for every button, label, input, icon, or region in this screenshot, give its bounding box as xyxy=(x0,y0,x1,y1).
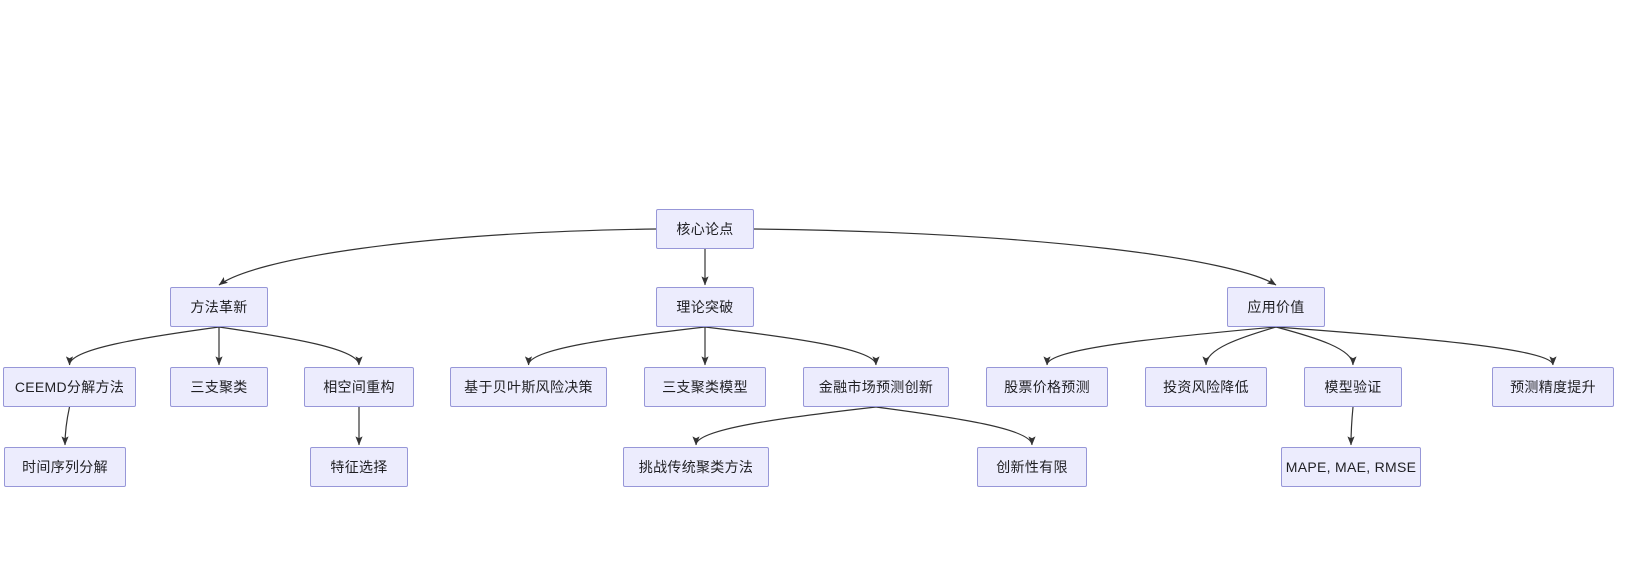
node-n15[interactable]: 特征选择 xyxy=(310,447,408,487)
node-n17[interactable]: 创新性有限 xyxy=(977,447,1087,487)
edge-n9-to-n16 xyxy=(692,406,877,446)
node-n5[interactable]: 三支聚类 xyxy=(170,367,268,407)
node-label: 股票价格预测 xyxy=(1004,379,1090,395)
edge-n3-to-n11 xyxy=(1202,326,1277,366)
node-label: 金融市场预测创新 xyxy=(818,379,934,395)
node-n14[interactable]: 时间序列分解 xyxy=(4,447,126,487)
node-n6[interactable]: 相空间重构 xyxy=(304,367,414,407)
node-label: 投资风险降低 xyxy=(1163,379,1249,395)
node-label: 模型验证 xyxy=(1324,379,1382,395)
edge-n4-to-n14 xyxy=(61,406,71,446)
node-n2[interactable]: 理论突破 xyxy=(656,287,754,327)
node-n1[interactable]: 方法革新 xyxy=(170,287,268,327)
node-label: 方法革新 xyxy=(190,299,248,315)
node-n8[interactable]: 三支聚类模型 xyxy=(644,367,766,407)
node-label: 三支聚类模型 xyxy=(662,379,748,395)
edge-n0-to-n3 xyxy=(753,228,1277,286)
node-label: 创新性有限 xyxy=(996,459,1068,475)
node-label: 特征选择 xyxy=(330,459,388,475)
node-n4[interactable]: CEEMD分解方法 xyxy=(3,367,136,407)
edge-n12-to-n18 xyxy=(1347,406,1355,446)
node-n11[interactable]: 投资风险降低 xyxy=(1145,367,1267,407)
node-n7[interactable]: 基于贝叶斯风险决策 xyxy=(450,367,607,407)
edge-n3-to-n10 xyxy=(1043,326,1277,366)
node-label: 理论突破 xyxy=(676,299,734,315)
edge-n1-to-n4 xyxy=(65,326,220,366)
edge-n9-to-n17 xyxy=(875,406,1036,446)
node-n3[interactable]: 应用价值 xyxy=(1227,287,1325,327)
node-label: CEEMD分解方法 xyxy=(14,379,125,395)
node-label: 挑战传统聚类方法 xyxy=(638,459,754,475)
edge-n2-to-n9 xyxy=(704,326,880,366)
node-n0[interactable]: 核心论点 xyxy=(656,209,754,249)
node-n13[interactable]: 预测精度提升 xyxy=(1492,367,1614,407)
edge-n3-to-n13 xyxy=(1275,326,1557,366)
node-label: 基于贝叶斯风险决策 xyxy=(464,379,593,395)
edge-n3-to-n12 xyxy=(1275,326,1357,366)
node-n16[interactable]: 挑战传统聚类方法 xyxy=(623,447,769,487)
node-label: 时间序列分解 xyxy=(22,459,108,475)
node-n9[interactable]: 金融市场预测创新 xyxy=(803,367,949,407)
edge-n1-to-n6 xyxy=(218,326,363,366)
node-label: 相空间重构 xyxy=(323,379,395,395)
edge-n0-to-n1 xyxy=(218,228,657,286)
node-label: 预测精度提升 xyxy=(1510,379,1596,395)
node-n18[interactable]: MAPE, MAE, RMSE xyxy=(1281,447,1421,487)
node-label: 三支聚类 xyxy=(190,379,248,395)
edges-group xyxy=(61,228,1557,446)
node-label: MAPE, MAE, RMSE xyxy=(1285,459,1417,475)
edge-n2-to-n7 xyxy=(524,326,706,366)
node-n10[interactable]: 股票价格预测 xyxy=(986,367,1108,407)
node-n12[interactable]: 模型验证 xyxy=(1304,367,1402,407)
node-label: 应用价值 xyxy=(1247,299,1305,315)
node-label: 核心论点 xyxy=(676,221,734,237)
